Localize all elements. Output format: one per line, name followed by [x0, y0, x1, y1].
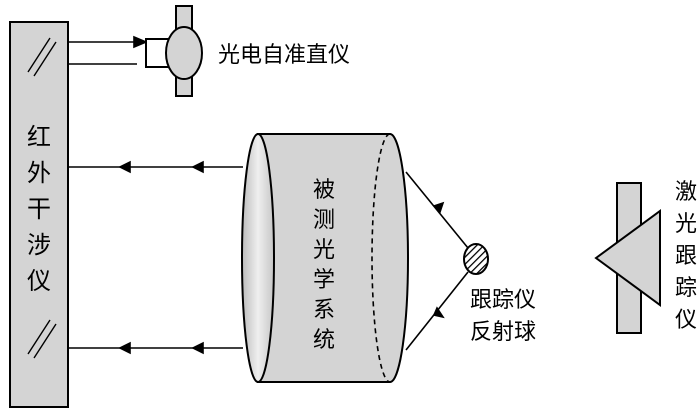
reflector-label-line1: 跟踪仪 — [470, 288, 536, 313]
lower-beam-arrow-2 — [191, 341, 204, 355]
reflector-beams — [405, 171, 469, 351]
optical-system: 被测光学系统 — [241, 133, 409, 383]
upper-beam-arrow-2 — [191, 160, 204, 174]
autocollimator: 光电自准直仪 — [145, 5, 350, 97]
interferometer-label-char: 仪 — [27, 267, 51, 295]
interferometer-label-char: 红 — [27, 123, 51, 151]
system-beams — [68, 160, 243, 355]
interferometer-glass-mark-bottom — [27, 319, 57, 359]
lower-reflector-arrow — [432, 306, 445, 319]
laser-tracker-label: 激光跟踪仪 — [675, 180, 697, 333]
upper-beam-arrow-1 — [118, 160, 131, 174]
lower-beam-arrow-1 — [118, 341, 131, 355]
interferometer: 红外干涉仪 — [9, 21, 69, 408]
optical-system-label-char: 测 — [313, 208, 335, 233]
optical-system-label-char: 被 — [313, 178, 335, 203]
optical-system-label-char: 学 — [313, 268, 335, 293]
laser-tracker-label-char: 仪 — [675, 308, 697, 333]
upper-reflector-arrow — [432, 201, 445, 214]
optical-system-label-char: 系 — [313, 298, 335, 323]
reflector-ball-icon — [463, 243, 489, 275]
interferometer-label-char: 涉 — [27, 231, 51, 259]
optical-system-label-char: 光 — [313, 238, 335, 263]
interferometer-label-char: 外 — [27, 159, 51, 187]
autocollimator-beams — [68, 35, 149, 65]
optical-system-label: 被测光学系统 — [313, 178, 335, 353]
optical-system-body — [257, 133, 409, 383]
autocollimator-lens — [165, 26, 203, 80]
interferometer-label: 红外干涉仪 — [27, 123, 51, 295]
laser-tracker-label-char: 激 — [675, 180, 697, 205]
interferometer-glass-mark-top — [27, 37, 57, 77]
optical-system-front-lens — [241, 133, 275, 383]
interferometer-body — [9, 21, 69, 408]
laser-tracker-label-char: 踪 — [675, 276, 697, 301]
optical-system-label-char: 统 — [313, 328, 335, 353]
tracker-reflector: 跟踪仪 反射球 — [463, 243, 536, 345]
upper-beam-arrowhead — [133, 35, 149, 49]
optical-system-hidden-edge — [371, 133, 391, 383]
interferometer-label-char: 干 — [27, 195, 51, 223]
reflector-label-line2: 反射球 — [470, 320, 536, 345]
laser-tracker-label-char: 跟 — [675, 244, 697, 269]
laser-tracker-label-char: 光 — [675, 212, 697, 237]
laser-tracker: 激光跟踪仪 — [594, 180, 697, 334]
laser-tracker-triangle-icon — [594, 209, 661, 307]
autocollimator-label: 光电自准直仪 — [218, 43, 350, 68]
